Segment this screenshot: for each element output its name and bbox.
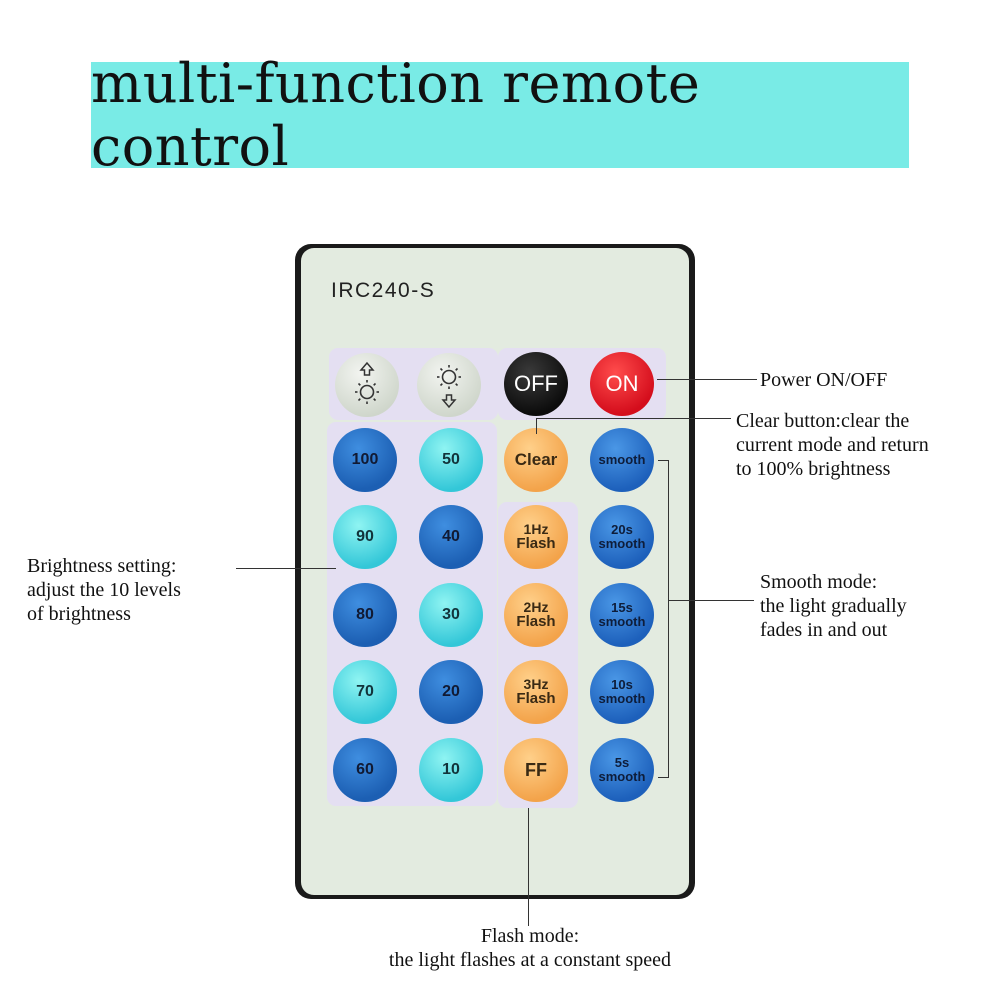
brightness-90-button[interactable]: 90: [333, 505, 397, 569]
brightness-40-button[interactable]: 40: [419, 505, 483, 569]
button-label-line1: 5s: [614, 755, 630, 771]
flash-annotation: Flash mode: the light flashes at a const…: [300, 924, 760, 972]
button-label-line1: 1Hz: [523, 520, 549, 537]
smooth-annotation-line1: Smooth mode:: [760, 571, 878, 593]
brightness-callout-line: [236, 568, 336, 569]
flash-annotation-line1: Flash mode:: [480, 925, 580, 947]
flash-annotation-line2: the light flashes at a constant speed: [388, 949, 672, 971]
button-label-line1: 20s: [611, 522, 633, 538]
clear-callout-line-h: [536, 418, 731, 419]
power-annotation-text: Power ON/OFF: [760, 369, 888, 391]
brightness-10-button[interactable]: 10: [419, 738, 483, 802]
brightness-30-button[interactable]: 30: [419, 583, 483, 647]
smooth-20s-button[interactable]: 20s smooth: [590, 505, 654, 569]
button-label-line1: 3Hz: [523, 675, 549, 692]
on-button[interactable]: ON: [590, 352, 654, 416]
smooth-button[interactable]: smooth: [590, 428, 654, 492]
clear-annotation-line3: to 100% brightness: [736, 458, 891, 480]
power-callout-line: [657, 379, 757, 380]
brightness-up-icon: [355, 361, 379, 404]
clear-annotation-line1: Clear button:clear the: [736, 410, 910, 432]
title-banner: multi-function remote control: [91, 52, 909, 178]
smooth-annotation: Smooth mode: the light gradually fades i…: [760, 570, 907, 642]
clear-callout-line-v: [536, 418, 537, 434]
button-label-line2: Flash: [516, 535, 556, 553]
brightness-20-button[interactable]: 20: [419, 660, 483, 724]
smooth-annotation-line2: the light gradually: [760, 595, 907, 617]
brightness-70-button[interactable]: 70: [333, 660, 397, 724]
button-label-line1: smooth: [598, 452, 646, 468]
brightness-annotation-line3: of brightness: [27, 603, 131, 625]
brightness-up-button[interactable]: [335, 353, 399, 417]
button-label: 10: [442, 760, 460, 778]
button-label: FF: [525, 759, 547, 780]
smooth-bracket-bottom: [658, 777, 669, 778]
remote-control: IRC240-S: [295, 244, 695, 899]
button-label-line2: smooth: [598, 614, 646, 629]
button-label: 70: [356, 682, 374, 700]
on-button-label: ON: [605, 371, 639, 397]
brightness-80-button[interactable]: 80: [333, 583, 397, 647]
button-label: Clear: [514, 450, 558, 470]
button-label-line2: smooth: [598, 691, 646, 706]
flash-callout-line: [528, 808, 529, 926]
off-button-label: OFF: [514, 371, 558, 397]
button-label-line2: Flash: [516, 690, 556, 708]
smooth-10s-button[interactable]: 10s smooth: [590, 660, 654, 724]
smooth-15s-button[interactable]: 15s smooth: [590, 583, 654, 647]
button-label: 50: [442, 450, 460, 468]
button-label-line2: Flash: [516, 613, 556, 631]
button-label: 30: [442, 605, 460, 623]
model-label: IRC240-S: [331, 279, 436, 302]
flash-3hz-button[interactable]: 3Hz Flash: [504, 660, 568, 724]
clear-annotation-line2: current mode and return: [736, 434, 929, 456]
brightness-100-button[interactable]: 100: [333, 428, 397, 492]
smooth-bracket-v: [668, 460, 669, 778]
smooth-5s-button[interactable]: 5s smooth: [590, 738, 654, 802]
off-button[interactable]: OFF: [504, 352, 568, 416]
clear-button[interactable]: Clear: [504, 428, 568, 492]
brightness-down-icon: [437, 365, 461, 409]
brightness-annotation: Brightness setting: adjust the 10 levels…: [27, 554, 181, 626]
flash-1hz-button[interactable]: 1Hz Flash: [504, 505, 568, 569]
ff-button[interactable]: FF: [504, 738, 568, 802]
button-label: 90: [356, 527, 374, 545]
button-label: 100: [351, 450, 379, 468]
smooth-callout-line: [668, 600, 754, 601]
flash-2hz-button[interactable]: 2Hz Flash: [504, 583, 568, 647]
button-label-line2: smooth: [598, 769, 646, 784]
button-label-line1: 15s: [611, 600, 633, 616]
button-label-line1: 10s: [611, 677, 633, 693]
brightness-60-button[interactable]: 60: [333, 738, 397, 802]
button-label-line2: smooth: [598, 536, 646, 551]
brightness-annotation-line2: adjust the 10 levels: [27, 579, 181, 601]
button-label: 20: [442, 682, 460, 700]
page-title: multi-function remote control: [91, 52, 701, 178]
power-annotation: Power ON/OFF: [760, 368, 887, 392]
button-label: 60: [356, 760, 374, 778]
button-label-line1: 2Hz: [523, 598, 549, 615]
brightness-down-button[interactable]: [417, 353, 481, 417]
brightness-annotation-line1: Brightness setting:: [27, 555, 177, 577]
brightness-50-button[interactable]: 50: [419, 428, 483, 492]
button-label: 80: [356, 605, 374, 623]
clear-annotation: Clear button:clear the current mode and …: [736, 409, 929, 481]
smooth-annotation-line3: fades in and out: [760, 619, 888, 641]
button-label: 40: [442, 527, 460, 545]
remote-face: IRC240-S: [301, 248, 689, 895]
smooth-bracket-top: [658, 460, 669, 461]
